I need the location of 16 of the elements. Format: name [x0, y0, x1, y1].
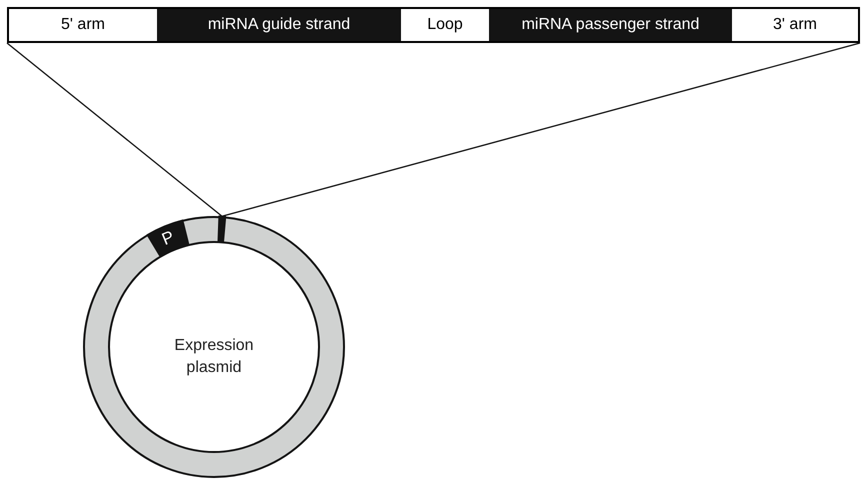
segment-label: miRNA guide strand [208, 15, 350, 35]
connector-line [222, 42, 860, 217]
sequence-segment [489, 7, 732, 43]
sequence-segment [732, 7, 860, 43]
segment-label: 5ʹ arm [61, 15, 105, 35]
segment-label: Loop [427, 15, 463, 35]
plasmid-label: Expression plasmid [173, 336, 255, 378]
sequence-segment [401, 7, 489, 43]
sequence-segment [157, 7, 401, 43]
promoter-label: P [159, 228, 176, 248]
sequence-segment [7, 7, 157, 43]
plasmid-ring [83, 216, 345, 478]
segment-label: miRNA passenger strand [522, 15, 700, 35]
segment-label: 3ʹ arm [773, 15, 817, 35]
connector-line [6, 42, 222, 217]
promoter-segment [146, 218, 190, 258]
